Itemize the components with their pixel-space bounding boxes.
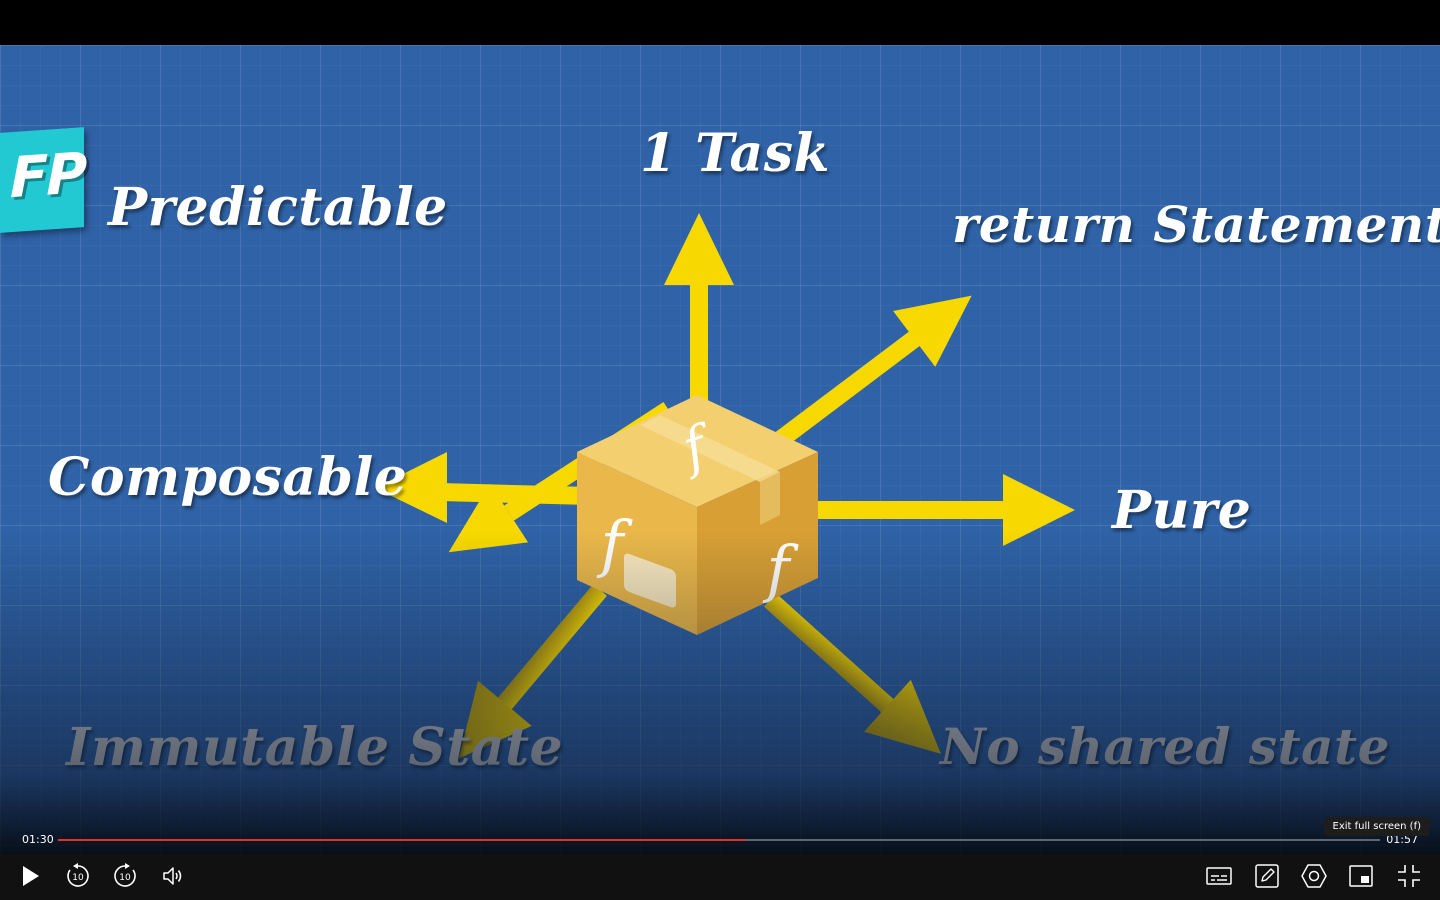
label-pure: Pure bbox=[1112, 480, 1252, 541]
label-predictable: Predictable bbox=[108, 177, 448, 238]
play-icon bbox=[23, 866, 39, 886]
volume-button[interactable] bbox=[155, 858, 191, 894]
label-1-task: 1 Task bbox=[640, 123, 831, 184]
exit-fullscreen-button[interactable] bbox=[1391, 858, 1427, 894]
forward-10-button[interactable]: 10 bbox=[107, 858, 143, 894]
control-bar: 10 10 bbox=[0, 854, 1440, 900]
subtitles-button[interactable] bbox=[1201, 858, 1237, 894]
label-immutable-state: Immutable State bbox=[66, 717, 564, 778]
settings-icon bbox=[1301, 864, 1327, 888]
subtitles-icon bbox=[1206, 867, 1232, 885]
arrow-up-right bbox=[774, 295, 972, 448]
forward-10-icon: 10 bbox=[114, 863, 136, 887]
progress-fill bbox=[58, 839, 746, 841]
progress-bar[interactable] bbox=[58, 839, 1380, 841]
notes-button[interactable] bbox=[1249, 858, 1285, 894]
arrow-right bbox=[815, 474, 1075, 546]
label-composable: Composable bbox=[48, 447, 408, 508]
fp-logo-text: FP bbox=[10, 140, 86, 212]
miniplayer-button[interactable] bbox=[1343, 858, 1379, 894]
total-time: 01:57 bbox=[1386, 833, 1418, 846]
label-no-shared-state: No shared state bbox=[940, 717, 1390, 776]
rewind-10-button[interactable]: 10 bbox=[60, 858, 96, 894]
notes-icon bbox=[1255, 864, 1279, 888]
play-button[interactable] bbox=[12, 858, 48, 894]
label-return-statement: return Statement bbox=[952, 195, 1440, 254]
svg-text:10: 10 bbox=[72, 873, 84, 883]
exit-fullscreen-tooltip: Exit full screen (f) bbox=[1323, 817, 1430, 836]
current-time: 01:30 bbox=[22, 833, 54, 846]
exit-fullscreen-icon bbox=[1398, 865, 1420, 887]
volume-icon bbox=[163, 867, 182, 885]
rewind-10-icon: 10 bbox=[67, 863, 89, 887]
svg-text:10: 10 bbox=[119, 873, 131, 883]
fp-logo-badge: FP bbox=[0, 127, 86, 233]
video-frame[interactable]: f f f FP 1 Task Predictable return State… bbox=[0, 45, 1440, 855]
settings-button[interactable] bbox=[1296, 858, 1332, 894]
player-controls: 01:30 01:57 Exit full screen (f) 10 bbox=[0, 817, 1440, 900]
miniplayer-icon bbox=[1349, 865, 1373, 887]
